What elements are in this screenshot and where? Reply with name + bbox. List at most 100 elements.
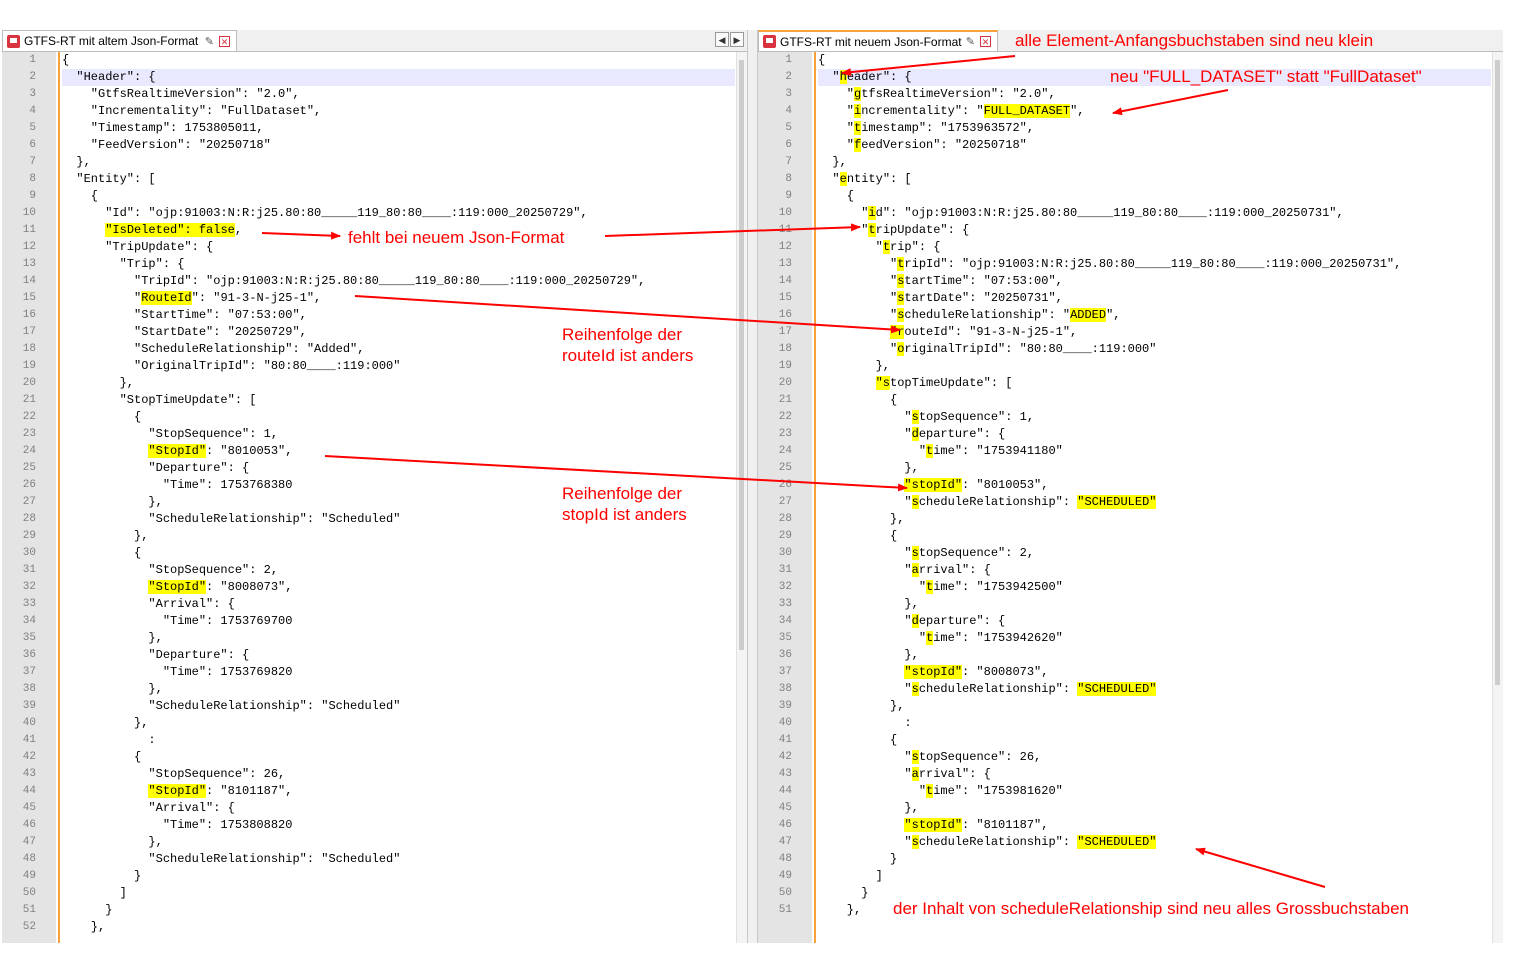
code-line[interactable]: 49 ] — [779, 868, 1491, 885]
code-line[interactable]: 31 "arrival": { — [779, 562, 1491, 579]
code-line[interactable]: 20 }, — [23, 375, 735, 392]
code-line[interactable]: 35 "time": "1753942620" — [779, 630, 1491, 647]
code-line[interactable]: 45 }, — [779, 800, 1491, 817]
code-line[interactable]: 12 "trip": { — [779, 239, 1491, 256]
code-line[interactable]: 2 "Header": { — [29, 69, 735, 86]
code-line[interactable]: 23 "StopSequence": 1, — [23, 426, 735, 443]
code-line[interactable]: 11 "tripUpdate": { — [779, 222, 1491, 239]
code-line[interactable]: 50 } — [779, 885, 1491, 902]
code-line[interactable]: 38 }, — [23, 681, 735, 698]
code-line[interactable]: 8 "Entity": [ — [29, 171, 735, 188]
code-line[interactable]: 4 "incrementality": "FULL_DATASET", — [785, 103, 1491, 120]
right-editor-pane[interactable]: GTFS-RT mit neuem Json-Format ✎ ✕ 1{2 "h… — [758, 30, 1503, 943]
code-line[interactable]: 13 "Trip": { — [23, 256, 735, 273]
code-line[interactable]: 28 }, — [779, 511, 1491, 528]
pin-icon[interactable]: ✎ — [204, 35, 214, 48]
scrollbar-thumb[interactable] — [739, 60, 744, 650]
code-line[interactable]: 23 "departure": { — [779, 426, 1491, 443]
code-line[interactable]: 1{ — [785, 52, 1491, 69]
code-line[interactable]: 6 "feedVersion": "20250718" — [785, 137, 1491, 154]
code-line[interactable]: 18 "ScheduleRelationship": "Added", — [23, 341, 735, 358]
code-line[interactable]: 34 "departure": { — [779, 613, 1491, 630]
code-line[interactable]: 20 "stopTimeUpdate": [ — [779, 375, 1491, 392]
pane-splitter[interactable] — [747, 30, 758, 943]
code-line[interactable]: 51 }, — [779, 902, 1491, 919]
code-line[interactable]: 43 "StopSequence": 26, — [23, 766, 735, 783]
code-line[interactable]: 46 "Time": 1753808820 — [23, 817, 735, 834]
code-line[interactable]: 15 "startDate": "20250731", — [779, 290, 1491, 307]
tab-scroll-left-icon[interactable]: ◀ — [715, 32, 729, 47]
code-line[interactable]: 12 "TripUpdate": { — [23, 239, 735, 256]
code-line[interactable]: 28 "ScheduleRelationship": "Scheduled" — [23, 511, 735, 528]
code-line[interactable]: 9 { — [29, 188, 735, 205]
code-line[interactable]: 17 "routeId": "91-3-N-j25-1", — [779, 324, 1491, 341]
code-line[interactable]: 11 "IsDeleted": false, — [23, 222, 735, 239]
code-line[interactable]: 42 "stopSequence": 26, — [779, 749, 1491, 766]
code-line[interactable]: 30 "stopSequence": 2, — [779, 545, 1491, 562]
vertical-scrollbar[interactable] — [1492, 52, 1503, 943]
code-line[interactable]: 40 : — [779, 715, 1491, 732]
code-line[interactable]: 40 }, — [23, 715, 735, 732]
code-line[interactable]: 3 "gtfsRealtimeVersion": "2.0", — [785, 86, 1491, 103]
code-line[interactable]: 29 }, — [23, 528, 735, 545]
code-line[interactable]: 22 { — [23, 409, 735, 426]
code-line[interactable]: 38 "scheduleRelationship": "SCHEDULED" — [779, 681, 1491, 698]
code-line[interactable]: 27 }, — [23, 494, 735, 511]
code-line[interactable]: 26 "stopId": "8010053", — [779, 477, 1491, 494]
close-icon[interactable]: ✕ — [980, 36, 991, 47]
code-line[interactable]: 25 "Departure": { — [23, 460, 735, 477]
code-line[interactable]: 18 "originalTripId": "80:80____:119:000" — [779, 341, 1491, 358]
code-line[interactable]: 21 "StopTimeUpdate": [ — [23, 392, 735, 409]
code-line[interactable]: 19 }, — [779, 358, 1491, 375]
code-line[interactable]: 13 "tripId": "ojp:91003:N:R:j25.80:80___… — [779, 256, 1491, 273]
close-icon[interactable]: ✕ — [219, 35, 230, 47]
code-line[interactable]: 44 "StopId": "8101187", — [23, 783, 735, 800]
code-line[interactable]: 35 }, — [23, 630, 735, 647]
tab-new-json-format[interactable]: GTFS-RT mit neuem Json-Format ✎ ✕ — [758, 30, 998, 51]
code-line[interactable]: 39 "ScheduleRelationship": "Scheduled" — [23, 698, 735, 715]
code-line[interactable]: 45 "Arrival": { — [23, 800, 735, 817]
tab-old-json-format[interactable]: GTFS-RT mit altem Json-Format ✎ ✕ — [2, 30, 237, 51]
code-line[interactable]: 14 "startTime": "07:53:00", — [779, 273, 1491, 290]
code-line[interactable]: 14 "TripId": "ojp:91003:N:R:j25.80:80___… — [23, 273, 735, 290]
code-line[interactable]: 52 }, — [23, 919, 735, 936]
code-line[interactable]: 5 "timestamp": "1753963572", — [785, 120, 1491, 137]
code-line[interactable]: 3 "GtfsRealtimeVersion": "2.0", — [29, 86, 735, 103]
code-editor-right[interactable]: 1{2 "header": {3 "gtfsRealtimeVersion": … — [779, 52, 1491, 943]
code-line[interactable]: 43 "arrival": { — [779, 766, 1491, 783]
code-line[interactable]: 10 "Id": "ojp:91003:N:R:j25.80:80_____11… — [23, 205, 735, 222]
code-line[interactable]: 48 "ScheduleRelationship": "Scheduled" — [23, 851, 735, 868]
code-line[interactable]: 5 "Timestamp": 1753805011, — [29, 120, 735, 137]
code-line[interactable]: 27 "scheduleRelationship": "SCHEDULED" — [779, 494, 1491, 511]
code-line[interactable]: 30 { — [23, 545, 735, 562]
code-line[interactable]: 46 "stopId": "8101187", — [779, 817, 1491, 834]
code-line[interactable]: 7 }, — [785, 154, 1491, 171]
code-line[interactable]: 19 "OriginalTripId": "80:80____:119:000" — [23, 358, 735, 375]
code-line[interactable]: 10 "id": "ojp:91003:N:R:j25.80:80_____11… — [779, 205, 1491, 222]
code-line[interactable]: 16 "StartTime": "07:53:00", — [23, 307, 735, 324]
code-line[interactable]: 36 }, — [779, 647, 1491, 664]
code-line[interactable]: 31 "StopSequence": 2, — [23, 562, 735, 579]
code-line[interactable]: 29 { — [779, 528, 1491, 545]
code-line[interactable]: 17 "StartDate": "20250729", — [23, 324, 735, 341]
code-editor-left[interactable]: 1{2 "Header": {3 "GtfsRealtimeVersion": … — [23, 52, 735, 943]
code-line[interactable]: 41 : — [23, 732, 735, 749]
code-line[interactable]: 15 "RouteId": "91-3-N-j25-1", — [23, 290, 735, 307]
code-line[interactable]: 44 "time": "1753981620" — [779, 783, 1491, 800]
code-line[interactable]: 49 } — [23, 868, 735, 885]
code-line[interactable]: 39 }, — [779, 698, 1491, 715]
code-line[interactable]: 24 "time": "1753941180" — [779, 443, 1491, 460]
code-line[interactable]: 37 "stopId": "8008073", — [779, 664, 1491, 681]
code-line[interactable]: 21 { — [779, 392, 1491, 409]
code-line[interactable]: 6 "FeedVersion": "20250718" — [29, 137, 735, 154]
code-line[interactable]: 33 }, — [779, 596, 1491, 613]
code-line[interactable]: 32 "StopId": "8008073", — [23, 579, 735, 596]
code-line[interactable]: 8 "entity": [ — [785, 171, 1491, 188]
code-line[interactable]: 37 "Time": 1753769820 — [23, 664, 735, 681]
code-line[interactable]: 7 }, — [29, 154, 735, 171]
code-line[interactable]: 36 "Departure": { — [23, 647, 735, 664]
code-line[interactable]: 26 "Time": 1753768380 — [23, 477, 735, 494]
code-line[interactable]: 24 "StopId": "8010053", — [23, 443, 735, 460]
code-line[interactable]: 25 }, — [779, 460, 1491, 477]
scrollbar-thumb[interactable] — [1495, 60, 1500, 685]
